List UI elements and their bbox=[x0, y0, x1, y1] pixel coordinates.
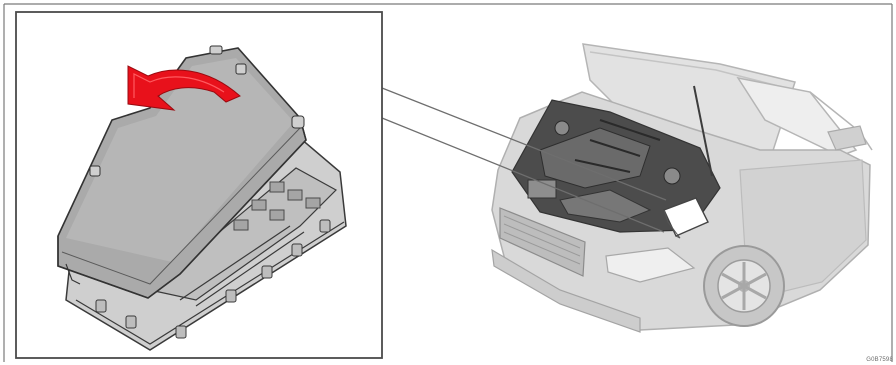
car-front-hood-open-icon bbox=[492, 44, 872, 332]
figure-code-label: G0B7598 bbox=[866, 357, 893, 363]
